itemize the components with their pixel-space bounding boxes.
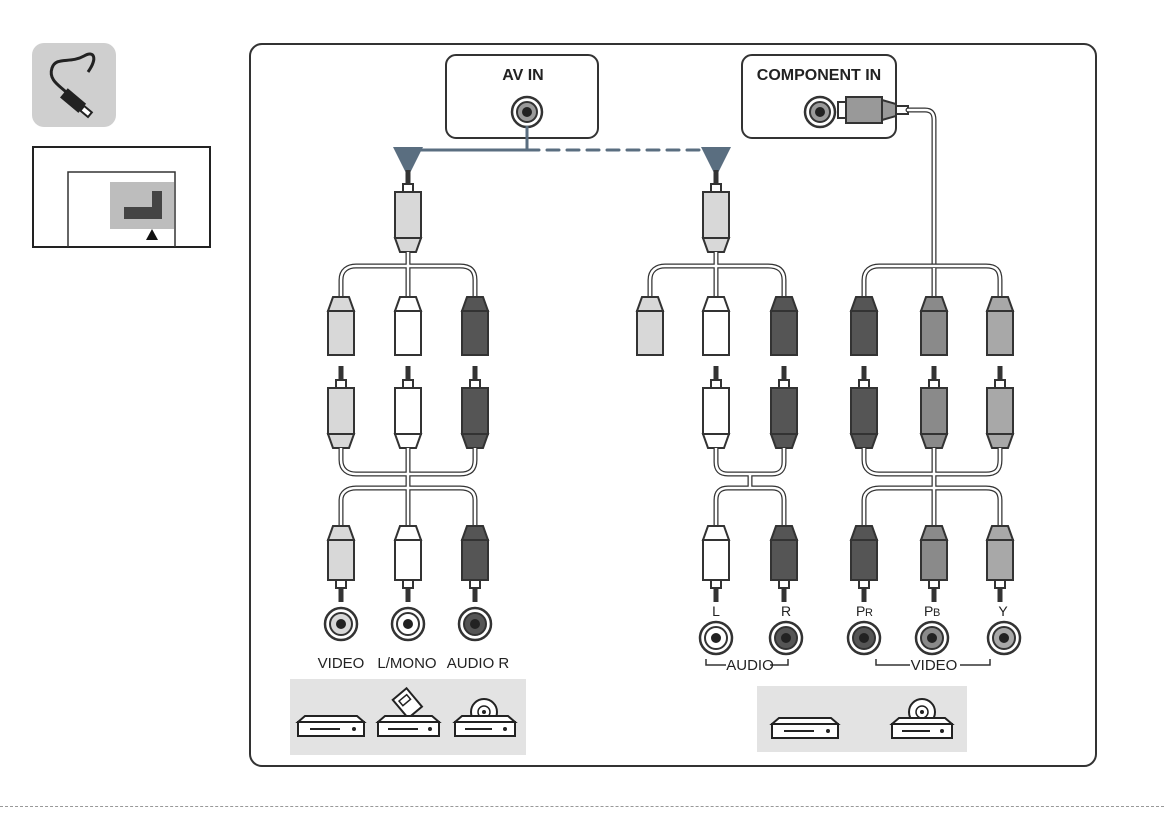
- y-label: Y: [998, 603, 1008, 619]
- video-label: VIDEO: [318, 655, 365, 672]
- video-group-label: VIDEO: [911, 657, 958, 674]
- dvd-player-icon: [298, 716, 364, 736]
- av-in-jack: [512, 97, 542, 127]
- connector-location-icon: [33, 147, 210, 247]
- audio-group-label: AUDIO: [726, 657, 774, 674]
- audio-r-jack: [459, 608, 491, 640]
- cable-icon: [32, 43, 116, 127]
- l-label: L: [712, 603, 720, 619]
- component-in-panel: COMPONENT IN: [742, 55, 908, 138]
- l-mono-label: L/MONO: [377, 655, 436, 672]
- video-jack: [325, 608, 357, 640]
- r-label: R: [781, 603, 791, 619]
- pr-jack: [848, 622, 880, 654]
- y-jack: [988, 622, 1020, 654]
- page-bottom-divider: [0, 806, 1164, 807]
- svg-text:P: P: [924, 603, 933, 619]
- pb-jack: [916, 622, 948, 654]
- l-mono-jack: [392, 608, 424, 640]
- audio-l-jack: [700, 622, 732, 654]
- audio-r-component-jack: [770, 622, 802, 654]
- dvd-player-icon: [772, 718, 838, 738]
- av-in-panel: AV IN: [446, 55, 598, 138]
- component-in-jack: [805, 97, 835, 127]
- svg-text:P: P: [856, 603, 865, 619]
- svg-text:B: B: [933, 607, 940, 619]
- component-in-label: COMPONENT IN: [757, 67, 881, 84]
- component-devices-panel: [757, 686, 967, 752]
- svg-text:R: R: [865, 607, 873, 619]
- av-in-label: AV IN: [502, 67, 543, 84]
- audio-r-label: AUDIO R: [447, 655, 510, 672]
- composite-devices-panel: [290, 679, 526, 755]
